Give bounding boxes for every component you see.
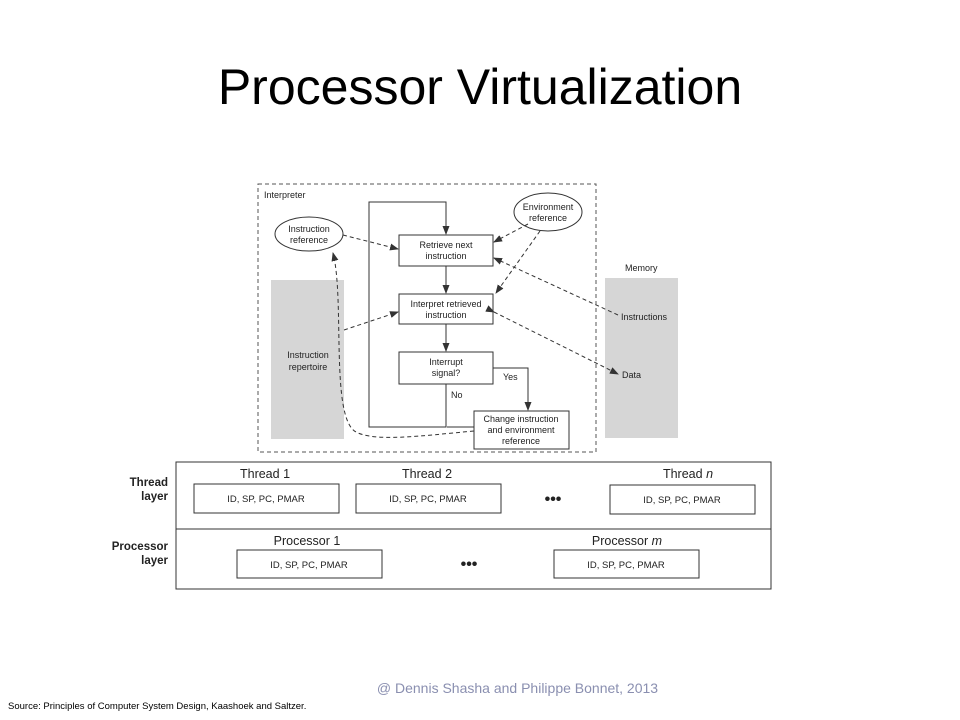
arrow-instructions-to-retrieve	[493, 257, 619, 316]
processor-ellipsis: •••	[461, 556, 478, 573]
thread-2-title: Thread 2	[402, 467, 452, 481]
change-label-3: reference	[502, 436, 540, 446]
memory-data-label: Data	[622, 370, 641, 380]
environment-reference-ellipse	[513, 192, 583, 232]
interpret-label-2: instruction	[425, 310, 466, 320]
layers-frame	[175, 461, 772, 590]
instruction-repertoire-label-2: repertoire	[289, 362, 328, 372]
thread-n-regs: ID, SP, PC, PMAR	[643, 495, 721, 506]
processor-m-title: Processor m	[592, 534, 662, 548]
instruction-repertoire-box	[271, 280, 344, 439]
interrupt-signal-box	[398, 351, 494, 385]
instruction-reference-label-2: reference	[290, 235, 328, 245]
memory-instructions-label: Instructions	[621, 312, 668, 322]
processor-1-box	[236, 549, 383, 579]
arrow-envref-to-interpret	[495, 230, 541, 294]
arrow-change-to-instref	[331, 252, 475, 438]
thread-2-box	[355, 483, 502, 514]
processor-1-regs: ID, SP, PC, PMAR	[270, 560, 348, 571]
footer-source: Source: Principles of Computer System De…	[8, 701, 307, 712]
interpret-retrieved-instruction-box	[398, 293, 494, 325]
interrupt-label-2: signal?	[432, 368, 461, 378]
processor-m-box	[553, 549, 700, 579]
change-label-1: Change instruction	[483, 414, 558, 424]
thread-1-title: Thread 1	[240, 467, 290, 481]
instruction-reference-label-1: Instruction	[288, 224, 330, 234]
processor-layer-label-1: Processor	[112, 541, 169, 553]
slide-title: Processor Virtualization	[217, 59, 743, 115]
change-label-2: and environment	[487, 425, 555, 435]
thread-layer-label-1: Thread	[130, 477, 168, 489]
instruction-reference-ellipse	[274, 216, 344, 252]
interpret-label-1: Interpret retrieved	[410, 299, 481, 309]
thread-n-title: Thread n	[663, 467, 713, 481]
arrow-repertoire-to-interpret	[343, 311, 399, 331]
environment-reference-label-1: Environment	[523, 202, 574, 212]
arrow-interpret-data	[485, 305, 619, 375]
no-label: No	[451, 390, 463, 400]
change-instruction-box	[473, 410, 570, 450]
yes-label: Yes	[503, 372, 518, 382]
thread-2-regs: ID, SP, PC, PMAR	[389, 494, 467, 505]
footer-copyright: @ Dennis Shasha and Philippe Bonnet, 201…	[376, 680, 659, 696]
retrieve-label-1: Retrieve next	[419, 240, 473, 250]
thread-1-regs: ID, SP, PC, PMAR	[227, 494, 305, 505]
arrow-loop-back	[368, 201, 450, 428]
processor-m-regs: ID, SP, PC, PMAR	[587, 560, 665, 571]
thread-1-box	[193, 483, 340, 514]
instruction-repertoire-label-1: Instruction	[287, 350, 329, 360]
arrow-envref-to-retrieve	[493, 223, 529, 243]
processor-layer-label-2: layer	[141, 555, 168, 567]
interpreter-label: Interpreter	[264, 190, 306, 200]
thread-layer-label-2: layer	[141, 491, 168, 503]
thread-n-box	[609, 484, 756, 515]
environment-reference-label-2: reference	[529, 213, 567, 223]
memory-label: Memory	[625, 263, 658, 273]
thread-ellipsis: •••	[545, 491, 562, 508]
processor-1-title: Processor 1	[274, 534, 341, 548]
retrieve-label-2: instruction	[425, 251, 466, 261]
memory-box	[605, 278, 678, 438]
arrow-instref-to-retrieve	[342, 234, 399, 251]
interrupt-label-1: Interrupt	[429, 357, 463, 367]
